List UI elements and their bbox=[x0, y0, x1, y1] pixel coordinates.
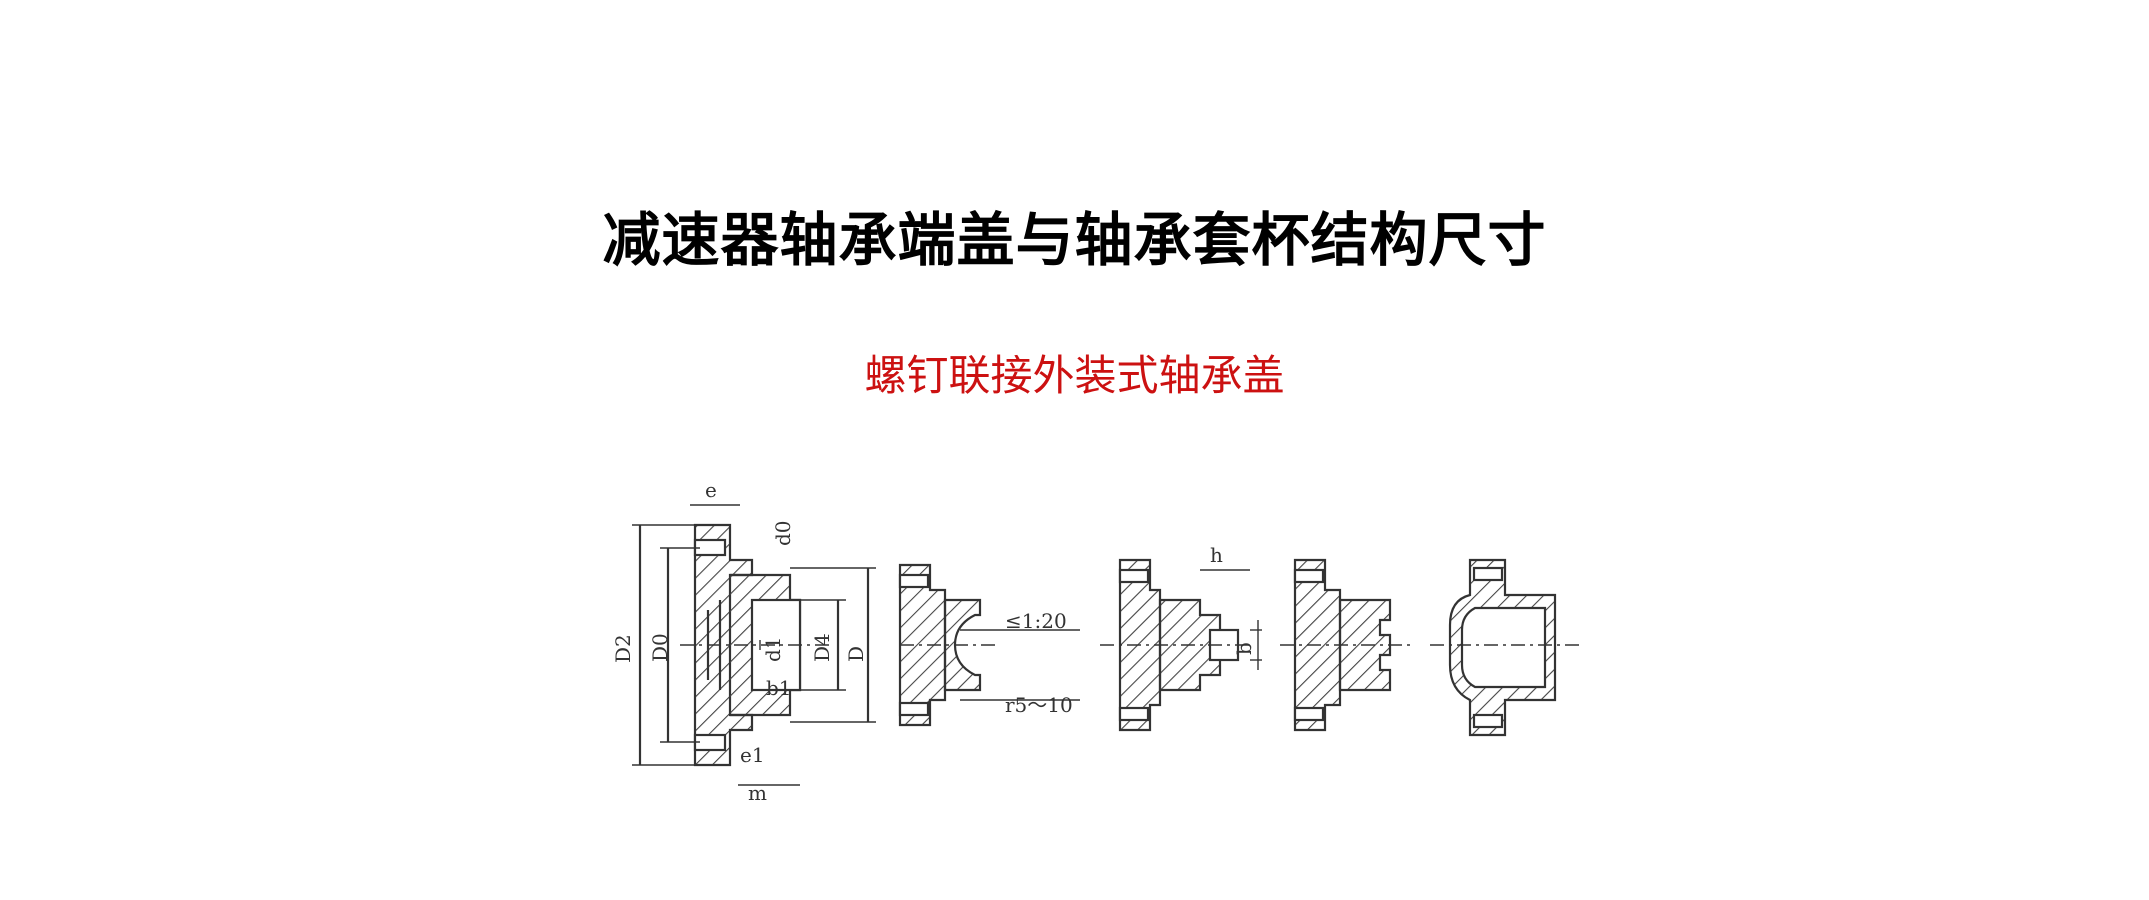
label-d0: d0 bbox=[771, 520, 795, 546]
page-subtitle: 螺钉联接外装式轴承盖 bbox=[864, 351, 1285, 400]
fig2-flange bbox=[898, 563, 947, 727]
label-D: D bbox=[844, 646, 868, 662]
label-m: m bbox=[748, 781, 767, 805]
label-taper: ≤1:20 bbox=[1005, 609, 1067, 633]
figure-1-end-cover-dimensions bbox=[632, 504, 876, 786]
label-D4: D4 bbox=[810, 633, 834, 662]
label-e: e bbox=[705, 478, 717, 502]
label-h: h bbox=[1210, 543, 1223, 567]
figure-4-seal-groove-cover bbox=[1280, 558, 1410, 732]
label-d1: d1 bbox=[761, 636, 785, 662]
label-b1: b1 bbox=[766, 676, 792, 700]
label-D2: D2 bbox=[611, 634, 635, 663]
page-title: 减速器轴承端盖与轴承套杯结构尺寸 bbox=[602, 206, 1547, 274]
label-b: b bbox=[1232, 642, 1256, 655]
fig5-cavity bbox=[1460, 606, 1547, 689]
label-e1: e1 bbox=[740, 743, 765, 767]
figure-3-groove-cover bbox=[1100, 558, 1262, 732]
figure-2-taper-cover bbox=[898, 563, 1080, 727]
figure-5-bearing-cup bbox=[1430, 558, 1580, 737]
label-radius: r5～10 bbox=[1005, 693, 1073, 717]
label-D0: D0 bbox=[648, 633, 672, 662]
